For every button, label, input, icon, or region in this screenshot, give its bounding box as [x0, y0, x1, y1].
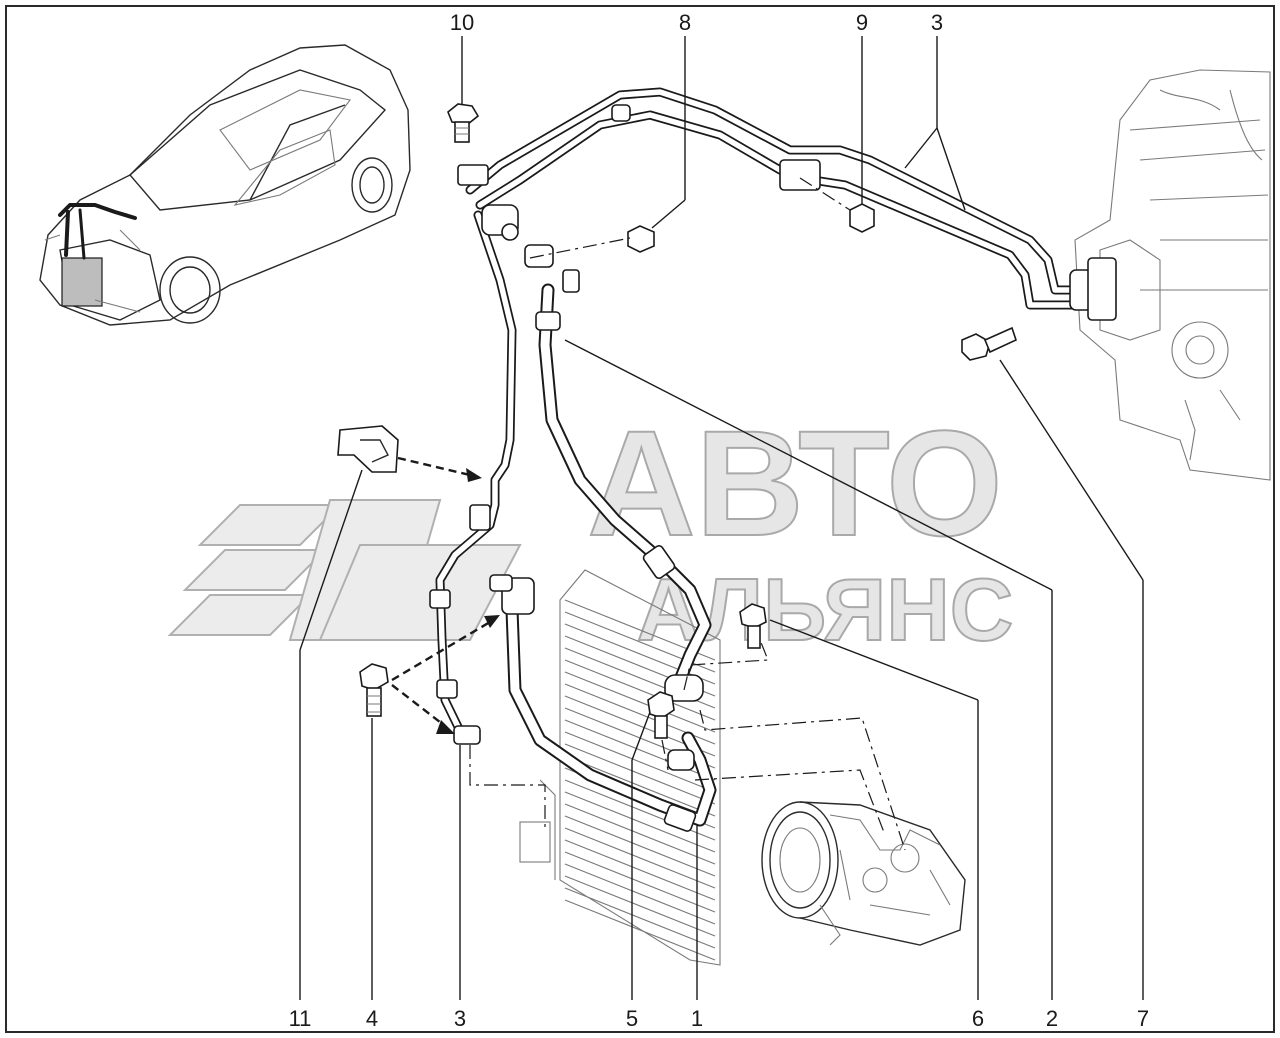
condenser-fin: [564, 803, 716, 865]
car-inset-illustration: [39, 44, 411, 326]
callout-8: 8: [679, 10, 691, 35]
fasteners: [337, 103, 1017, 739]
condenser-fin: [564, 743, 716, 805]
callout-11: 11: [289, 1006, 312, 1031]
condenser-fin: [564, 863, 716, 925]
condenser-fin: [564, 875, 716, 937]
clip-11: [337, 425, 399, 473]
hvac-unit: [1074, 69, 1271, 481]
fittings: [429, 104, 1117, 832]
bolt-6: [739, 603, 767, 649]
bolt-10: [447, 103, 480, 143]
watermark-line1: АВТО: [587, 399, 1003, 567]
callout-10: 10: [450, 10, 474, 35]
callout-4: 4: [366, 1006, 378, 1031]
compressor: [761, 801, 966, 946]
callout-6: 6: [972, 1006, 984, 1031]
bolt-4: [359, 663, 389, 717]
leader-lines: [299, 36, 1144, 1000]
condenser-fin: [564, 731, 716, 793]
condenser-fin: [564, 791, 716, 853]
callout-3-bottom: 3: [454, 1006, 466, 1031]
callout-1: 1: [691, 1006, 703, 1031]
nut-8: [627, 225, 655, 253]
callout-5: 5: [626, 1006, 638, 1031]
callout-9: 9: [856, 10, 868, 35]
condenser-fin: [564, 851, 716, 913]
diagram-frame: [5, 5, 1275, 1033]
condenser-fin: [564, 887, 716, 949]
callout-3-top: 3: [931, 10, 943, 35]
condenser-fin: [564, 671, 716, 733]
bolt-5: [647, 691, 675, 739]
install-arrows: [391, 456, 500, 734]
condenser-fin: [564, 827, 716, 889]
condenser-fin: [564, 659, 716, 721]
callout-2: 2: [1046, 1006, 1058, 1031]
condenser: [519, 569, 721, 966]
assembly-lines: [469, 177, 906, 851]
callout-labels: 10 8 9 3 11 4 3 5 1 6 2 7: [289, 10, 1150, 1031]
bolt-7: [961, 326, 1017, 361]
nut-9: [849, 203, 875, 233]
condenser-fin: [564, 815, 716, 877]
callout-7: 7: [1137, 1006, 1149, 1031]
watermark: АВТО АЛЬЯНС: [167, 398, 1014, 660]
condenser-fin: [564, 623, 716, 685]
condenser-fin: [564, 755, 716, 817]
condenser-fin: [564, 899, 716, 961]
condenser-fin: [564, 779, 716, 841]
condenser-fin: [564, 839, 716, 901]
